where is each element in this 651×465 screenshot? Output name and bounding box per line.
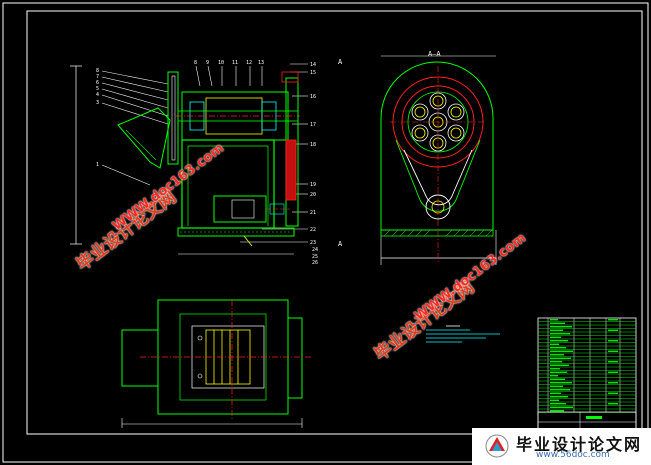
section-view-a-a bbox=[380, 55, 497, 265]
parts-list-table bbox=[537, 317, 637, 433]
svg-text:25: 25 bbox=[312, 254, 318, 260]
parts-row-fill bbox=[550, 361, 562, 363]
parts-row-fill bbox=[550, 382, 572, 384]
svg-text:7: 7 bbox=[96, 74, 99, 80]
parts-row-fill bbox=[550, 399, 559, 401]
parts-row-fill bbox=[550, 343, 559, 345]
plan-view bbox=[121, 299, 312, 428]
parts-row-fill bbox=[550, 326, 572, 328]
parts-row-fill bbox=[550, 340, 568, 342]
parts-row-fill bbox=[550, 354, 564, 356]
svg-text:17: 17 bbox=[310, 122, 316, 128]
svg-text:18: 18 bbox=[310, 142, 316, 148]
footer-brand-url[interactable]: www.56doc.com bbox=[536, 450, 610, 460]
brand-logo-icon bbox=[485, 434, 509, 458]
parts-row-fill bbox=[550, 389, 570, 391]
parts-row-fill bbox=[550, 364, 569, 366]
section-label: A—A bbox=[428, 50, 441, 58]
parts-row-fill bbox=[550, 410, 564, 412]
parts-row-fill bbox=[608, 382, 618, 384]
svg-text:22: 22 bbox=[310, 227, 316, 233]
parts-row-fill bbox=[550, 329, 563, 331]
svg-text:15: 15 bbox=[310, 70, 316, 76]
svg-text:14: 14 bbox=[310, 62, 316, 68]
parts-row-fill bbox=[608, 403, 618, 405]
svg-text:3: 3 bbox=[96, 100, 99, 106]
svg-text:16: 16 bbox=[310, 94, 316, 100]
svg-text:26: 26 bbox=[312, 260, 318, 266]
svg-text:20: 20 bbox=[310, 192, 316, 198]
parts-row-fill bbox=[550, 378, 565, 380]
svg-text:6: 6 bbox=[96, 80, 99, 86]
parts-row-fill bbox=[608, 319, 618, 321]
drawing-inner-frame bbox=[26, 10, 643, 435]
svg-text:4: 4 bbox=[96, 92, 99, 98]
parts-row-fill bbox=[608, 350, 618, 352]
svg-text:11: 11 bbox=[232, 60, 238, 66]
parts-row-fill bbox=[550, 375, 558, 377]
svg-text:19: 19 bbox=[310, 182, 316, 188]
section-mark-top: A bbox=[338, 58, 343, 66]
parts-row-fill bbox=[550, 347, 566, 349]
svg-text:10: 10 bbox=[218, 60, 224, 66]
svg-text:23: 23 bbox=[310, 240, 316, 246]
svg-text:9: 9 bbox=[206, 60, 209, 66]
parts-row-fill bbox=[550, 319, 558, 321]
parts-row-fill bbox=[550, 350, 573, 352]
parts-row-fill bbox=[608, 361, 618, 363]
parts-row-fill bbox=[608, 340, 618, 342]
parts-row-fill bbox=[550, 357, 571, 359]
svg-text:8: 8 bbox=[96, 68, 99, 74]
svg-text:24: 24 bbox=[312, 247, 318, 253]
parts-row-fill bbox=[550, 406, 573, 408]
parts-row-fill bbox=[550, 392, 561, 394]
technical-notes bbox=[426, 325, 500, 343]
footer-brand-text: 毕业设计论文网 bbox=[516, 435, 643, 454]
footer-brand-box[interactable]: 毕业设计论文网 www.56doc.com bbox=[472, 428, 651, 465]
svg-text:12: 12 bbox=[246, 60, 252, 66]
svg-text:1: 1 bbox=[96, 162, 99, 168]
parts-row-fill bbox=[550, 322, 565, 324]
parts-row-fill bbox=[608, 329, 618, 331]
parts-row-fill bbox=[550, 368, 560, 370]
svg-text:8: 8 bbox=[194, 60, 197, 66]
parts-row-fill bbox=[550, 385, 563, 387]
parts-row-fill bbox=[550, 371, 567, 373]
parts-row-fill bbox=[550, 403, 566, 405]
parts-row-fill bbox=[550, 396, 568, 398]
svg-text:5: 5 bbox=[96, 86, 99, 92]
parts-row-fill bbox=[550, 333, 570, 335]
svg-text:21: 21 bbox=[310, 210, 316, 216]
svg-text:13: 13 bbox=[258, 60, 264, 66]
section-mark-bottom: A bbox=[338, 240, 343, 248]
parts-row-fill bbox=[550, 336, 561, 338]
parts-row-fill bbox=[608, 371, 618, 373]
parts-row-fill bbox=[608, 392, 618, 394]
